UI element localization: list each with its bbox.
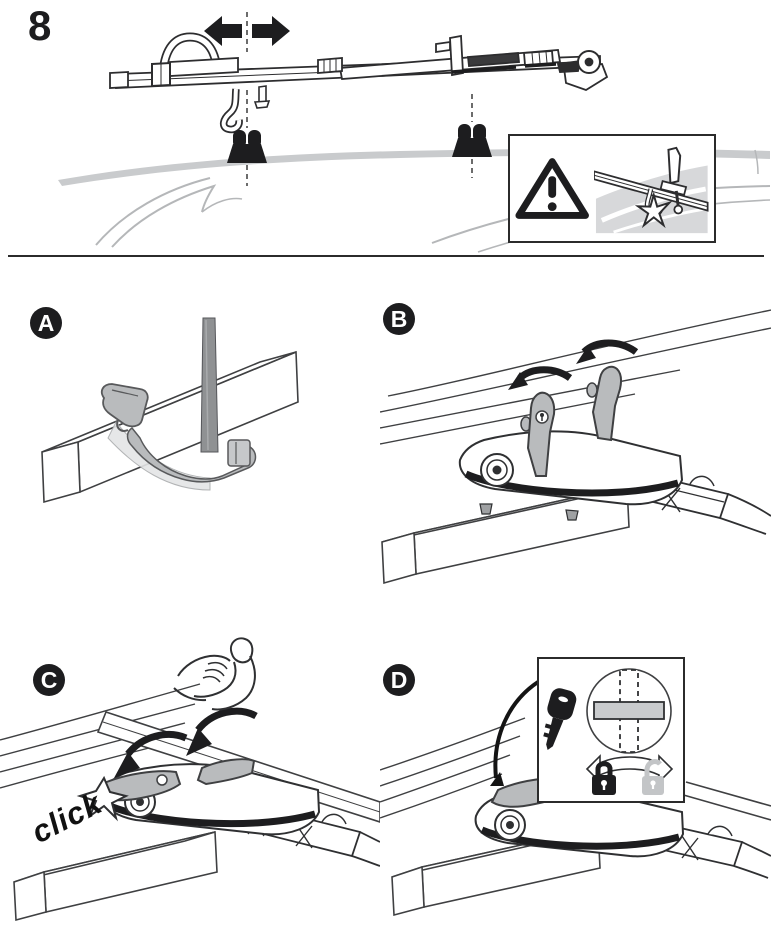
key-icon	[543, 688, 577, 750]
lock-position-horizontal-bar	[593, 701, 665, 720]
warning-callout	[508, 134, 716, 243]
key-lock-callout-graphic	[543, 668, 674, 795]
arrow-right-icon	[252, 16, 290, 46]
arrow-left-icon	[204, 16, 242, 46]
roof-mounting-illustration	[58, 12, 771, 253]
lever-rear-open	[586, 365, 622, 442]
open-levers-illustration	[380, 309, 771, 585]
mounting-foot-right	[452, 124, 492, 157]
carrier-rail-diagonal	[679, 781, 771, 821]
strap-buckle	[100, 383, 149, 432]
press-down-arrow-front-icon	[114, 731, 188, 778]
step-badge-b: B	[383, 303, 415, 335]
lever-front-open	[520, 391, 556, 477]
bike-carrier	[109, 32, 609, 134]
background-rail-curves	[380, 309, 771, 445]
strap-around-crossbar-illustration	[41, 317, 299, 504]
lock-closed-icon	[592, 761, 616, 795]
step-number: 8	[28, 2, 51, 49]
lock-with-key-illustration	[380, 680, 771, 917]
step-badge-d: D	[383, 664, 415, 696]
roof-contact-warning-illustration	[594, 146, 709, 234]
rotate-lever-arrow-rear-icon	[576, 339, 639, 364]
key-lock-callout	[537, 657, 685, 803]
section-divider	[8, 255, 764, 257]
rotate-lever-arrow-front-icon	[508, 366, 573, 390]
flexed-arm-icon	[173, 637, 256, 711]
impact-star-icon	[635, 191, 674, 229]
lock-open-icon	[642, 759, 664, 795]
key-pointer-arc	[490, 680, 540, 786]
close-levers-illustration	[0, 637, 380, 922]
vertical-strap	[200, 317, 219, 453]
mounting-foot-left	[227, 130, 267, 163]
lever-rear-closed	[196, 758, 256, 786]
alignment-dashed-lines	[246, 12, 473, 186]
warning-triangle-icon	[515, 157, 589, 219]
lower-strap-hook	[126, 426, 257, 483]
step-badge-c: C	[33, 664, 65, 696]
press-down-arrow-rear-icon	[186, 707, 258, 756]
crossbar-tube	[381, 485, 630, 585]
step-badge-a: A	[30, 307, 62, 339]
click-spark-icon	[76, 775, 129, 822]
crossbar-tube	[13, 831, 218, 922]
